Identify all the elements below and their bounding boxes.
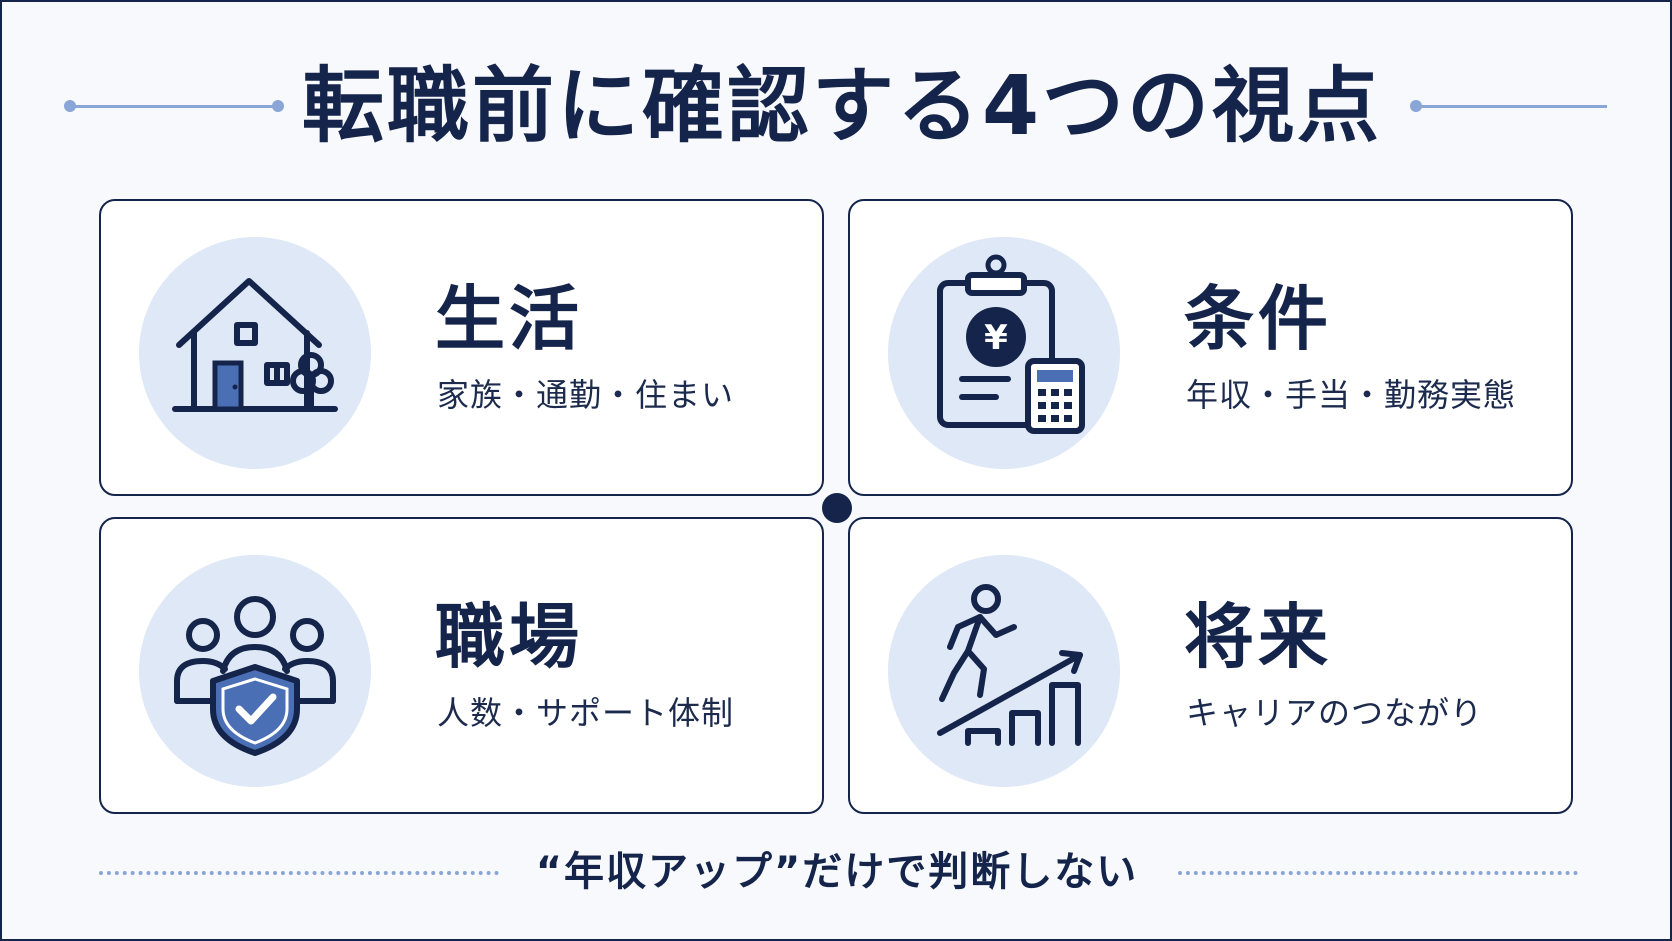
center-node	[822, 493, 852, 523]
footer: “年収アップ”だけで判断しない	[2, 842, 1672, 902]
footer-dotted-rule-right	[1178, 871, 1578, 875]
page-title: 転職前に確認する4つの視点	[301, 59, 1383, 154]
svg-text:¥: ¥	[984, 318, 1008, 358]
card-title: 将来	[1184, 596, 1332, 678]
title-rule-dot	[64, 100, 76, 112]
team-shield-icon	[139, 555, 371, 787]
card-title: 生活	[435, 278, 583, 360]
card-future: 将来 キャリアのつながり	[848, 517, 1573, 814]
card-title: 職場	[435, 596, 583, 678]
footer-dotted-rule-left	[99, 871, 499, 875]
card-subtitle: 家族・通勤・住まい	[437, 376, 735, 414]
house-icon	[139, 237, 371, 469]
card-life: 生活 家族・通勤・住まい	[99, 199, 824, 496]
title-rule-dot	[272, 100, 284, 112]
title-rule-left	[70, 105, 278, 108]
card-conditions: ¥ 条件 年収・手当・勤務実態	[848, 199, 1573, 496]
clipboard-yen-calculator-icon: ¥	[888, 237, 1120, 469]
title-rule-right	[1415, 105, 1607, 108]
footer-message: “年収アップ”だけで判断しない	[535, 849, 1139, 895]
card-subtitle: キャリアのつながり	[1186, 694, 1484, 732]
card-workplace: 職場 人数・サポート体制	[99, 517, 824, 814]
title-area: 転職前に確認する4つの視点	[2, 57, 1672, 157]
card-title: 条件	[1184, 278, 1332, 360]
person-climbing-growth-icon	[888, 555, 1120, 787]
card-subtitle: 年収・手当・勤務実態	[1186, 376, 1517, 414]
card-subtitle: 人数・サポート体制	[437, 694, 735, 732]
